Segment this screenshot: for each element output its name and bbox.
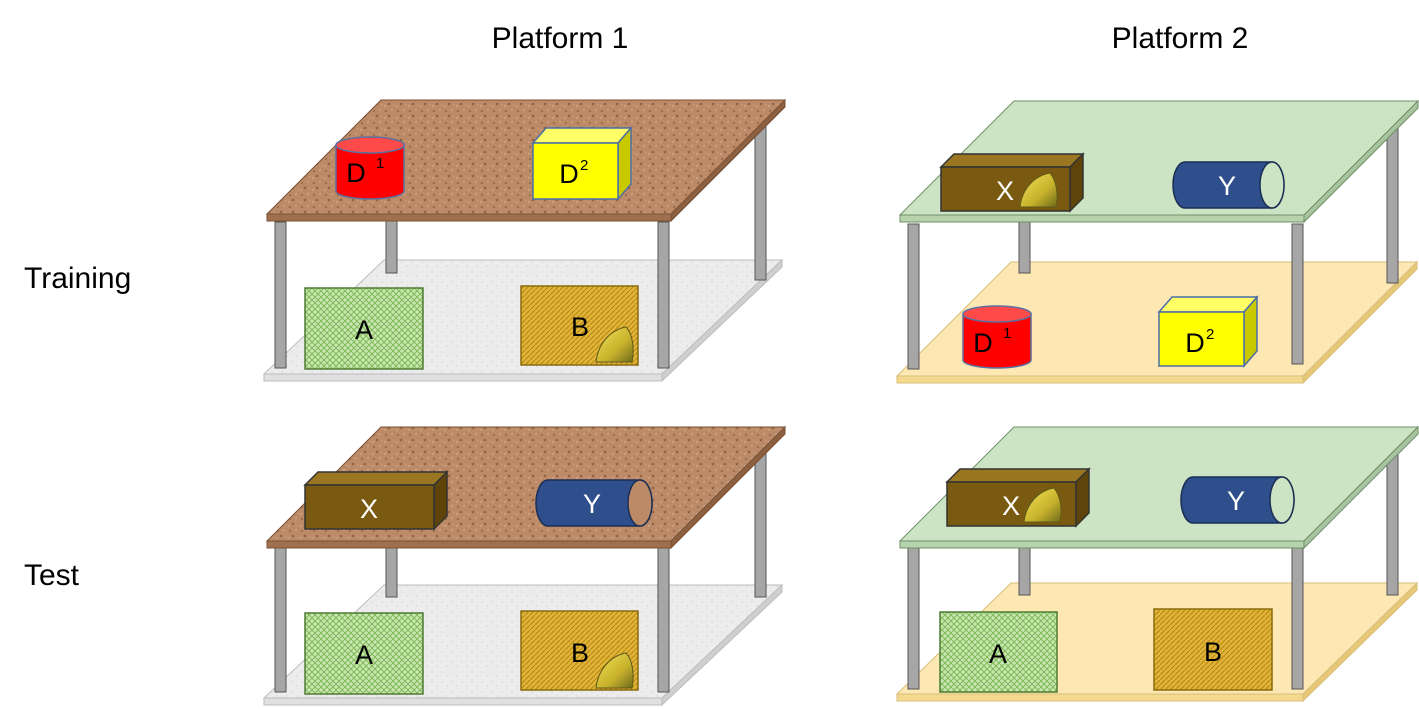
upper-surface-side (1303, 425, 1419, 550)
lower-floor-side (1302, 260, 1418, 385)
object-d-superscript: 1 (376, 155, 384, 172)
leg (907, 547, 920, 690)
leg (907, 223, 920, 370)
object-y-log: Y (535, 479, 653, 527)
platform-1-training: A B D 1 D 2 (262, 98, 787, 383)
object-d2-cube: D 2 (1157, 294, 1259, 369)
leg (1386, 126, 1399, 284)
object-x-box: X (939, 152, 1085, 213)
object-b-label: B (1204, 637, 1222, 667)
upper-surface-edge (266, 213, 672, 222)
object-d1-cylinder: D 1 (962, 305, 1032, 369)
object-a (304, 287, 424, 370)
object-y-label: Y (1218, 171, 1236, 201)
object-d-superscript: 2 (580, 157, 588, 174)
upper-surface-edge (266, 540, 672, 549)
leg (274, 221, 287, 369)
header-platform-1: Platform 1 (492, 22, 629, 55)
object-d1-cylinder: D 1 (335, 136, 405, 200)
leg (1291, 547, 1304, 690)
object-d-superscript: 2 (1206, 326, 1214, 343)
object-a-label: A (355, 640, 373, 670)
lower-floor-edge (263, 373, 663, 382)
leg (1018, 219, 1031, 274)
upper-surface-edge (899, 214, 1305, 223)
object-d-label: D (559, 159, 579, 189)
platform-2-test: A B X Y (895, 425, 1419, 703)
banana-reward-icon (595, 326, 634, 363)
object-b-label: B (571, 638, 589, 668)
object-a (939, 611, 1058, 693)
leg (754, 121, 767, 281)
leg (385, 544, 398, 598)
object-a-label: A (355, 315, 373, 345)
lower-floor-edge (896, 375, 1304, 384)
upper-surface-side (1303, 99, 1419, 224)
header-platform-2: Platform 2 (1112, 22, 1249, 55)
lower-floor-side (661, 258, 783, 383)
lower-floor-side (1302, 581, 1418, 703)
object-x-label: X (360, 494, 378, 524)
banana-reward-icon (1023, 487, 1062, 523)
object-x-label: X (996, 176, 1014, 206)
leg (1386, 449, 1399, 596)
lower-floor-edge (263, 697, 663, 706)
upper-surface-side (670, 425, 786, 550)
row-label-training: Training (24, 262, 131, 295)
lower-floor-edge (896, 693, 1304, 702)
leg (657, 221, 670, 369)
row-label-test: Test (24, 559, 80, 592)
leg (385, 214, 398, 274)
object-d2-cube: D 2 (531, 125, 633, 202)
object-y-log: Y (1180, 476, 1295, 524)
upper-surface-side (670, 98, 786, 223)
object-a-label: A (989, 639, 1007, 669)
banana-reward-icon (1019, 172, 1058, 208)
object-y-label: Y (1227, 486, 1245, 516)
object-x-box: X (945, 467, 1091, 528)
platform-1-test: A B X Y (262, 425, 787, 707)
object-d-label: D (1185, 328, 1205, 358)
leg (274, 547, 287, 693)
object-a (304, 612, 424, 695)
object-y-log: Y (1172, 161, 1285, 209)
object-y-label: Y (583, 489, 601, 519)
object-d-superscript: 1 (1003, 325, 1011, 342)
upper-surface-edge (899, 540, 1305, 549)
platform-2-training: D 1 D 2 X Y (895, 99, 1419, 385)
leg (657, 547, 670, 693)
object-d-label: D (973, 328, 993, 358)
object-d-label: D (346, 158, 366, 188)
object-x-box: X (303, 470, 449, 531)
leg (1018, 544, 1031, 596)
banana-reward-icon (595, 652, 634, 689)
object-b (1153, 608, 1273, 691)
object-b-label: B (571, 312, 589, 342)
lower-floor-side (661, 583, 783, 707)
object-x-label: X (1002, 491, 1020, 521)
leg (1291, 223, 1304, 365)
leg (754, 449, 767, 598)
